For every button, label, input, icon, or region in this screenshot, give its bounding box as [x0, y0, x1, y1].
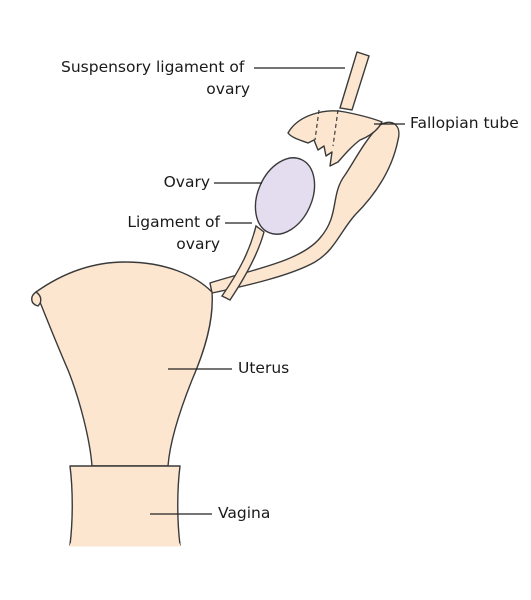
label-fallopian-tube: Fallopian tube	[410, 114, 519, 132]
label-suspensory-ligament-line2: ovary	[206, 80, 250, 98]
uterus-shape	[35, 261, 213, 467]
ovary-shape	[254, 157, 316, 235]
label-ligament-of-ovary-line2: ovary	[176, 235, 220, 253]
uterus-left-horn	[31, 291, 42, 307]
label-vagina: Vagina	[218, 504, 271, 522]
fallopian-tube-shape	[209, 121, 400, 294]
label-uterus: Uterus	[238, 359, 290, 377]
label-ovary: Ovary	[163, 173, 210, 191]
suspensory-dashed-right	[332, 109, 339, 147]
fimbriae-shape	[287, 110, 383, 167]
suspensory-ligament-shape	[339, 51, 370, 111]
label-suspensory-ligament-line1: Suspensory ligament of	[61, 58, 245, 76]
label-ligament-of-ovary-line1: Ligament of	[127, 213, 220, 231]
ovarian-ligament-shape	[220, 224, 265, 301]
vagina-shape	[69, 465, 181, 546]
suspensory-dashed-left	[314, 109, 320, 141]
